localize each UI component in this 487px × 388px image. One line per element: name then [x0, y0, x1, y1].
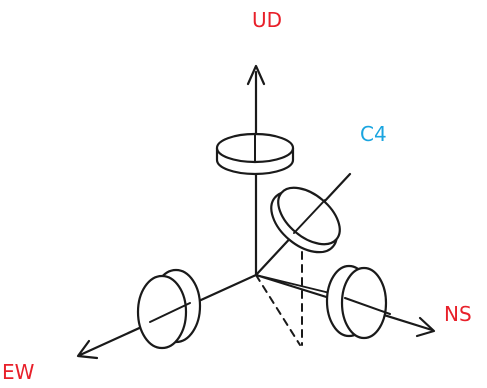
- ud-axis-label: UD: [252, 8, 283, 32]
- ew-arrowhead: [76, 339, 99, 360]
- ew-disk: [136, 268, 202, 350]
- projection-connector: [255, 274, 339, 296]
- ns-axis-label: NS: [444, 302, 472, 326]
- c4-disk: [270, 186, 341, 254]
- dashed-projection-lines: [255, 251, 303, 346]
- ud-disk: [215, 132, 295, 176]
- c4-axis-label: C4: [360, 122, 387, 146]
- ns-arrowhead: [415, 316, 436, 338]
- ud-arrowhead: [246, 64, 266, 86]
- ew-axis-label: EW: [2, 360, 35, 384]
- ns-disk: [325, 264, 391, 340]
